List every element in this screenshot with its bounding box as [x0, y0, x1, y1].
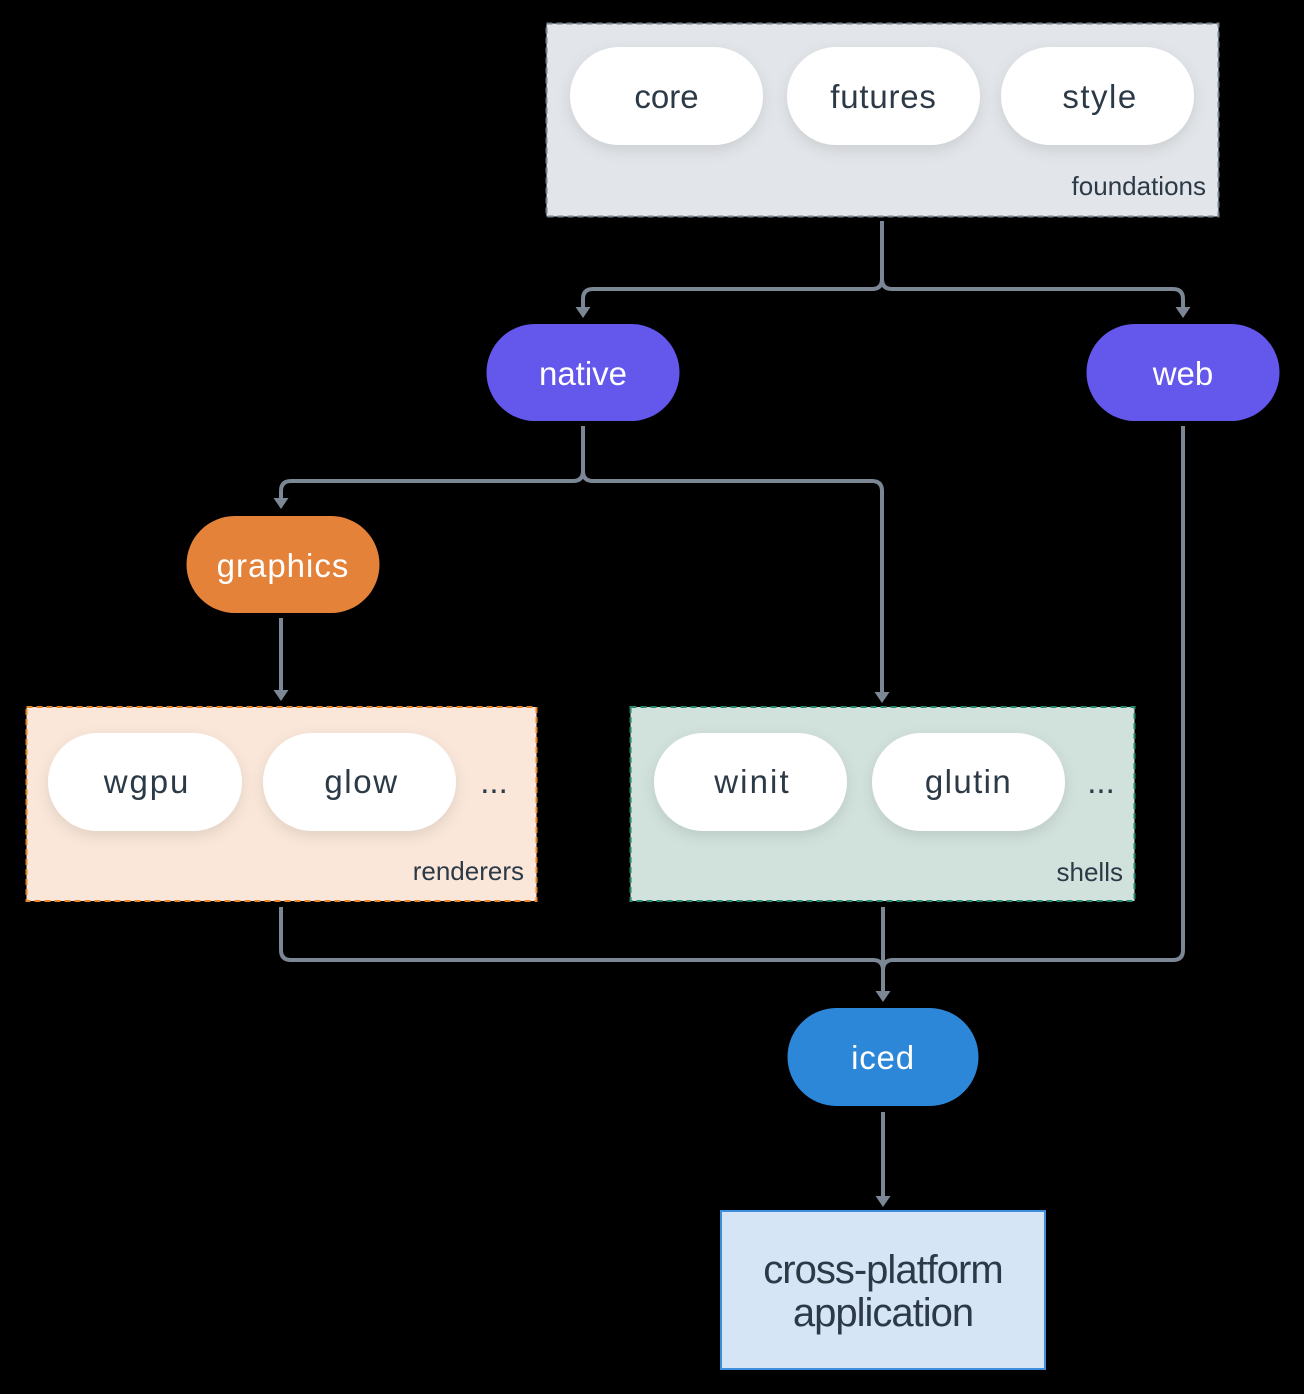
- svg-text:core: core: [634, 78, 698, 115]
- svg-text:style: style: [1062, 78, 1137, 115]
- svg-text:futures: futures: [830, 78, 937, 115]
- svg-text:native: native: [539, 355, 627, 392]
- svg-text:renderers: renderers: [413, 856, 524, 886]
- svg-text:cross-platform: cross-platform: [763, 1248, 1002, 1292]
- svg-text:foundations: foundations: [1072, 171, 1206, 201]
- svg-text:winit: winit: [713, 763, 791, 800]
- svg-text:glutin: glutin: [925, 763, 1012, 800]
- svg-text:iced: iced: [851, 1039, 915, 1076]
- svg-text:graphics: graphics: [217, 547, 350, 584]
- svg-text:glow: glow: [324, 763, 398, 800]
- svg-text:wgpu: wgpu: [103, 763, 191, 800]
- svg-text:web: web: [1152, 355, 1214, 392]
- svg-text:...: ...: [1087, 763, 1115, 800]
- svg-text:shells: shells: [1057, 857, 1123, 887]
- svg-text:...: ...: [480, 763, 508, 800]
- svg-text:application: application: [793, 1291, 973, 1335]
